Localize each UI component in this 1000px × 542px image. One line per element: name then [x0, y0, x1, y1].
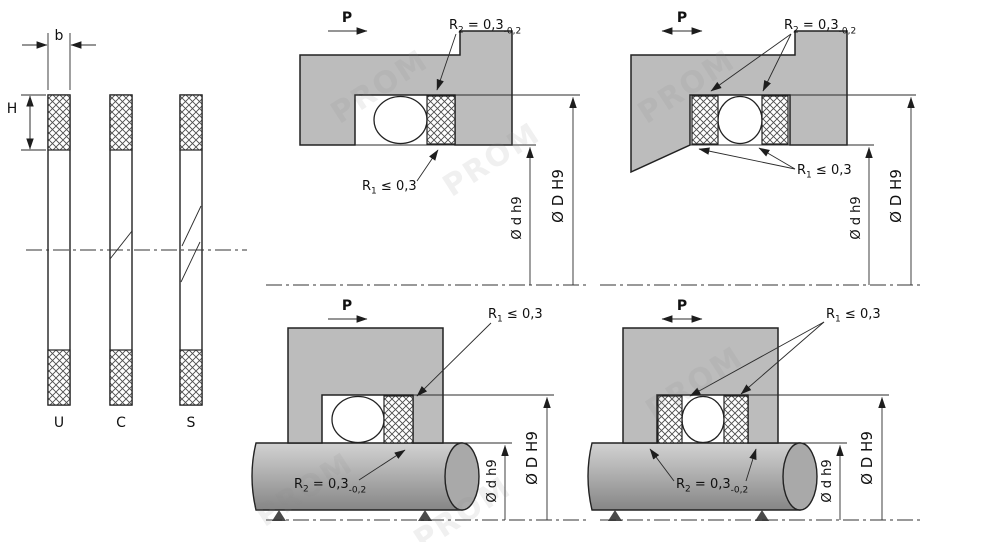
rod-end-cap	[782, 442, 818, 511]
leader-line	[740, 321, 825, 395]
leader-line	[358, 449, 406, 481]
ring-cross-section	[109, 94, 133, 151]
profile-ring-c: C	[109, 94, 133, 431]
leader-line	[758, 147, 796, 170]
backup-ring	[426, 95, 456, 145]
o-ring	[717, 95, 763, 145]
pressure-arrow: P	[661, 10, 703, 35]
profile-label-u: U	[54, 415, 64, 431]
r2-annotation: R2 = 0,3-0,2	[294, 449, 406, 496]
r2-annotation: R2 = 0,3-0,2	[436, 18, 521, 91]
bore-diameter-label: Ø D H9	[523, 431, 541, 485]
pressure-label: P	[342, 10, 352, 26]
pressure-label: P	[677, 10, 687, 26]
support-mark	[418, 510, 432, 521]
rod-diameter-label: Ø d h9	[510, 196, 525, 239]
step-cut-line	[180, 241, 201, 283]
pressure-label: P	[342, 298, 352, 314]
leader-line	[436, 33, 457, 91]
leader-line	[745, 448, 757, 482]
leader-line	[649, 448, 675, 482]
r2-radius-label: R2 = 0,3-0,2	[784, 18, 856, 37]
backup-ring	[383, 395, 414, 444]
width-dim-label: b	[55, 28, 64, 44]
diagram-rod-seal-double: P R2 = 0,3-0,2 R1 ≤ 0,3 Ø d h9 Ø D H9	[600, 10, 922, 286]
diagram-piston-seal-double: P R1 ≤ 0,3 R2 = 0,3-0,2 Ø d h9 Ø D H9	[587, 298, 922, 521]
bore-diameter-label: Ø D H9	[549, 169, 567, 223]
ring-cross-section	[179, 349, 203, 406]
rod-diameter-label: Ø d h9	[849, 196, 864, 239]
r1-radius-label: R1 ≤ 0,3	[797, 163, 852, 181]
backup-ring	[761, 95, 789, 145]
r1-annotation: R1 ≤ 0,3	[689, 307, 881, 397]
height-dim-label: H	[7, 101, 18, 117]
leader-line	[762, 33, 792, 92]
backup-ring	[691, 95, 719, 145]
r2-annotation: R2 = 0,3-0,2	[710, 18, 856, 92]
rod-diameter-label: Ø d h9	[485, 459, 500, 502]
bore-diameter-label: Ø D H9	[887, 169, 905, 223]
pressure-label: P	[677, 298, 687, 314]
support-mark	[272, 510, 286, 521]
r2-radius-label: R2 = 0,3-0,2	[449, 18, 521, 37]
bore-diameter-label: Ø D H9	[858, 431, 876, 485]
r1-annotation: R1 ≤ 0,3	[416, 307, 543, 397]
width-dimension: b	[22, 28, 96, 90]
backup-ring	[723, 395, 749, 444]
r1-radius-label: R1 ≤ 0,3	[826, 307, 881, 325]
leader-line	[416, 322, 492, 397]
r1-annotation: R1 ≤ 0,3	[698, 147, 852, 181]
ring-cross-section	[109, 349, 133, 406]
ring-cross-section	[47, 349, 71, 406]
rod	[587, 442, 801, 511]
pressure-arrow: P	[328, 298, 368, 323]
diagram-rod-seal-single: P R2 = 0,3-0,2 R1 ≤ 0,3 Ø d h9 Ø D H9	[266, 10, 588, 286]
rod	[251, 442, 463, 511]
ring-cross-section	[179, 94, 203, 151]
step-cut-line	[181, 205, 202, 247]
rod-diameter-label: Ø d h9	[820, 459, 835, 502]
r2-radius-label: R2 = 0,3-0,2	[294, 477, 366, 496]
r1-radius-label: R1 ≤ 0,3	[362, 179, 417, 197]
pressure-arrow: P	[328, 10, 368, 35]
profile-label-s: S	[187, 415, 196, 431]
r2-radius-label: R2 = 0,3-0,2	[676, 477, 748, 496]
leader-line	[710, 33, 792, 92]
ring-cross-section	[47, 94, 71, 151]
profile-label-c: C	[116, 415, 126, 431]
r1-radius-label: R1 ≤ 0,3	[488, 307, 543, 325]
profile-ring-s: S	[179, 94, 203, 431]
r1-annotation: R1 ≤ 0,3	[362, 149, 439, 197]
leader-line	[698, 147, 796, 170]
height-dimension: H	[7, 94, 46, 151]
scarf-cut-line	[109, 230, 133, 260]
diagram-piston-seal-single: P R1 ≤ 0,3 R2 = 0,3-0,2 Ø d h9 Ø D H9	[251, 298, 588, 521]
leader-line	[416, 149, 439, 182]
o-ring	[331, 395, 385, 444]
pressure-arrow: P	[661, 298, 703, 323]
profile-section: b H U C	[7, 28, 247, 431]
r2-annotation: R2 = 0,3-0,2	[649, 448, 757, 496]
profile-ring-u: U	[47, 94, 71, 431]
backup-ring	[657, 395, 683, 444]
leader-line	[689, 321, 825, 397]
support-mark	[755, 510, 769, 521]
support-mark	[608, 510, 622, 521]
